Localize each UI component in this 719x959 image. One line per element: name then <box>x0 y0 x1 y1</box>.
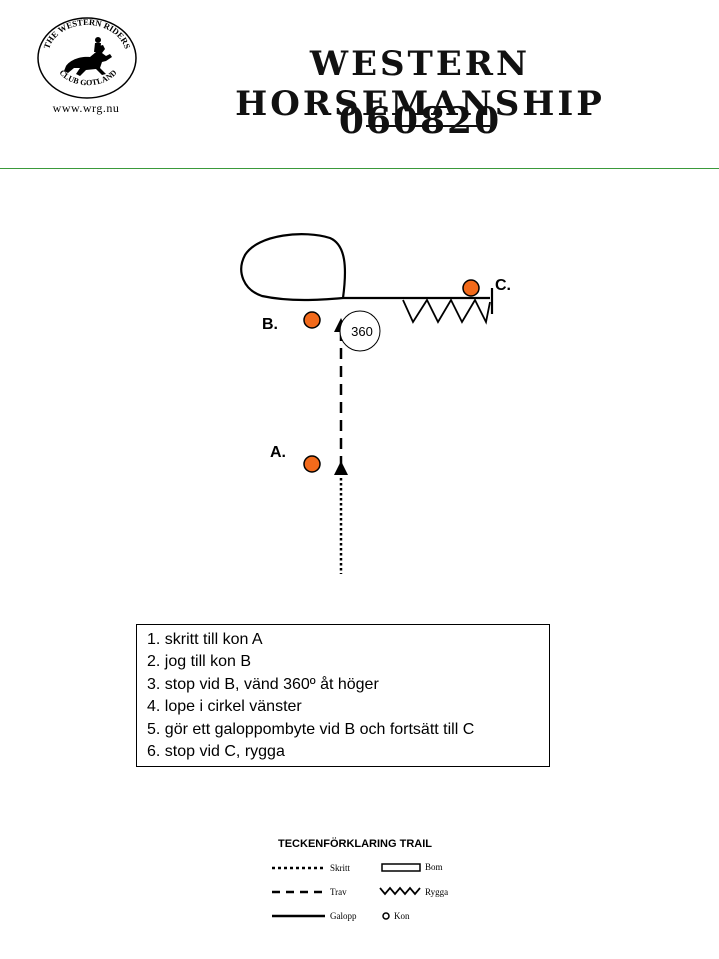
spin-marker-label: 360 <box>351 324 373 339</box>
legend-cone-label: Kon <box>394 911 410 921</box>
cone-a-icon <box>303 455 321 473</box>
instruction-step: 6. stop vid C, rygga <box>147 743 285 761</box>
lope-circle-path <box>240 233 347 302</box>
cone-b-label: B. <box>262 316 278 333</box>
legend-pole-symbol <box>381 863 421 872</box>
pattern-date: 060820 <box>338 100 502 142</box>
legend-backup-label: Rygga <box>425 887 449 897</box>
legend-walk-label: Skritt <box>330 863 351 873</box>
club-url: www.wrg.nu <box>52 101 120 115</box>
instruction-step: 1. skritt till kon A <box>147 631 263 648</box>
logo-emblem: THE WESTERN RIDERS CLUB GOTLAND <box>37 17 137 99</box>
backup-path <box>402 298 491 325</box>
instruction-step: 3. stop vid B, vänd 360º åt höger <box>147 675 379 693</box>
header-divider <box>0 168 719 169</box>
instruction-step: 4. lope i cirkel vänster <box>147 698 302 716</box>
cone-b-icon <box>303 311 321 329</box>
legend-title: TECKENFÖRKLARING TRAIL <box>278 838 432 850</box>
instruction-step: 2. jog till kon B <box>147 653 252 671</box>
stop-marker-a <box>334 461 348 475</box>
cone-c-icon <box>462 279 480 297</box>
instructions-box: 1. skritt till kon A 2. jog till kon B 3… <box>136 624 550 767</box>
horse-rider-icon <box>64 37 112 76</box>
legend-pole-label: Bom <box>425 862 443 872</box>
spin-marker <box>339 310 381 352</box>
legend-backup-symbol <box>379 886 421 896</box>
legend-lope-label: Galopp <box>330 911 357 921</box>
cone-c-label: C. <box>495 277 511 294</box>
cone-a-label: A. <box>270 444 286 461</box>
legend-cone-symbol <box>382 912 390 920</box>
page-title: WESTERN HORSEMANSHIP <box>235 44 605 124</box>
legend-trot-label: Trav <box>330 887 347 897</box>
instruction-step: 5. gör ett galoppombyte vid B och fortsä… <box>147 720 475 738</box>
club-logo: THE WESTERN RIDERS CLUB GOTLAND <box>36 16 138 100</box>
